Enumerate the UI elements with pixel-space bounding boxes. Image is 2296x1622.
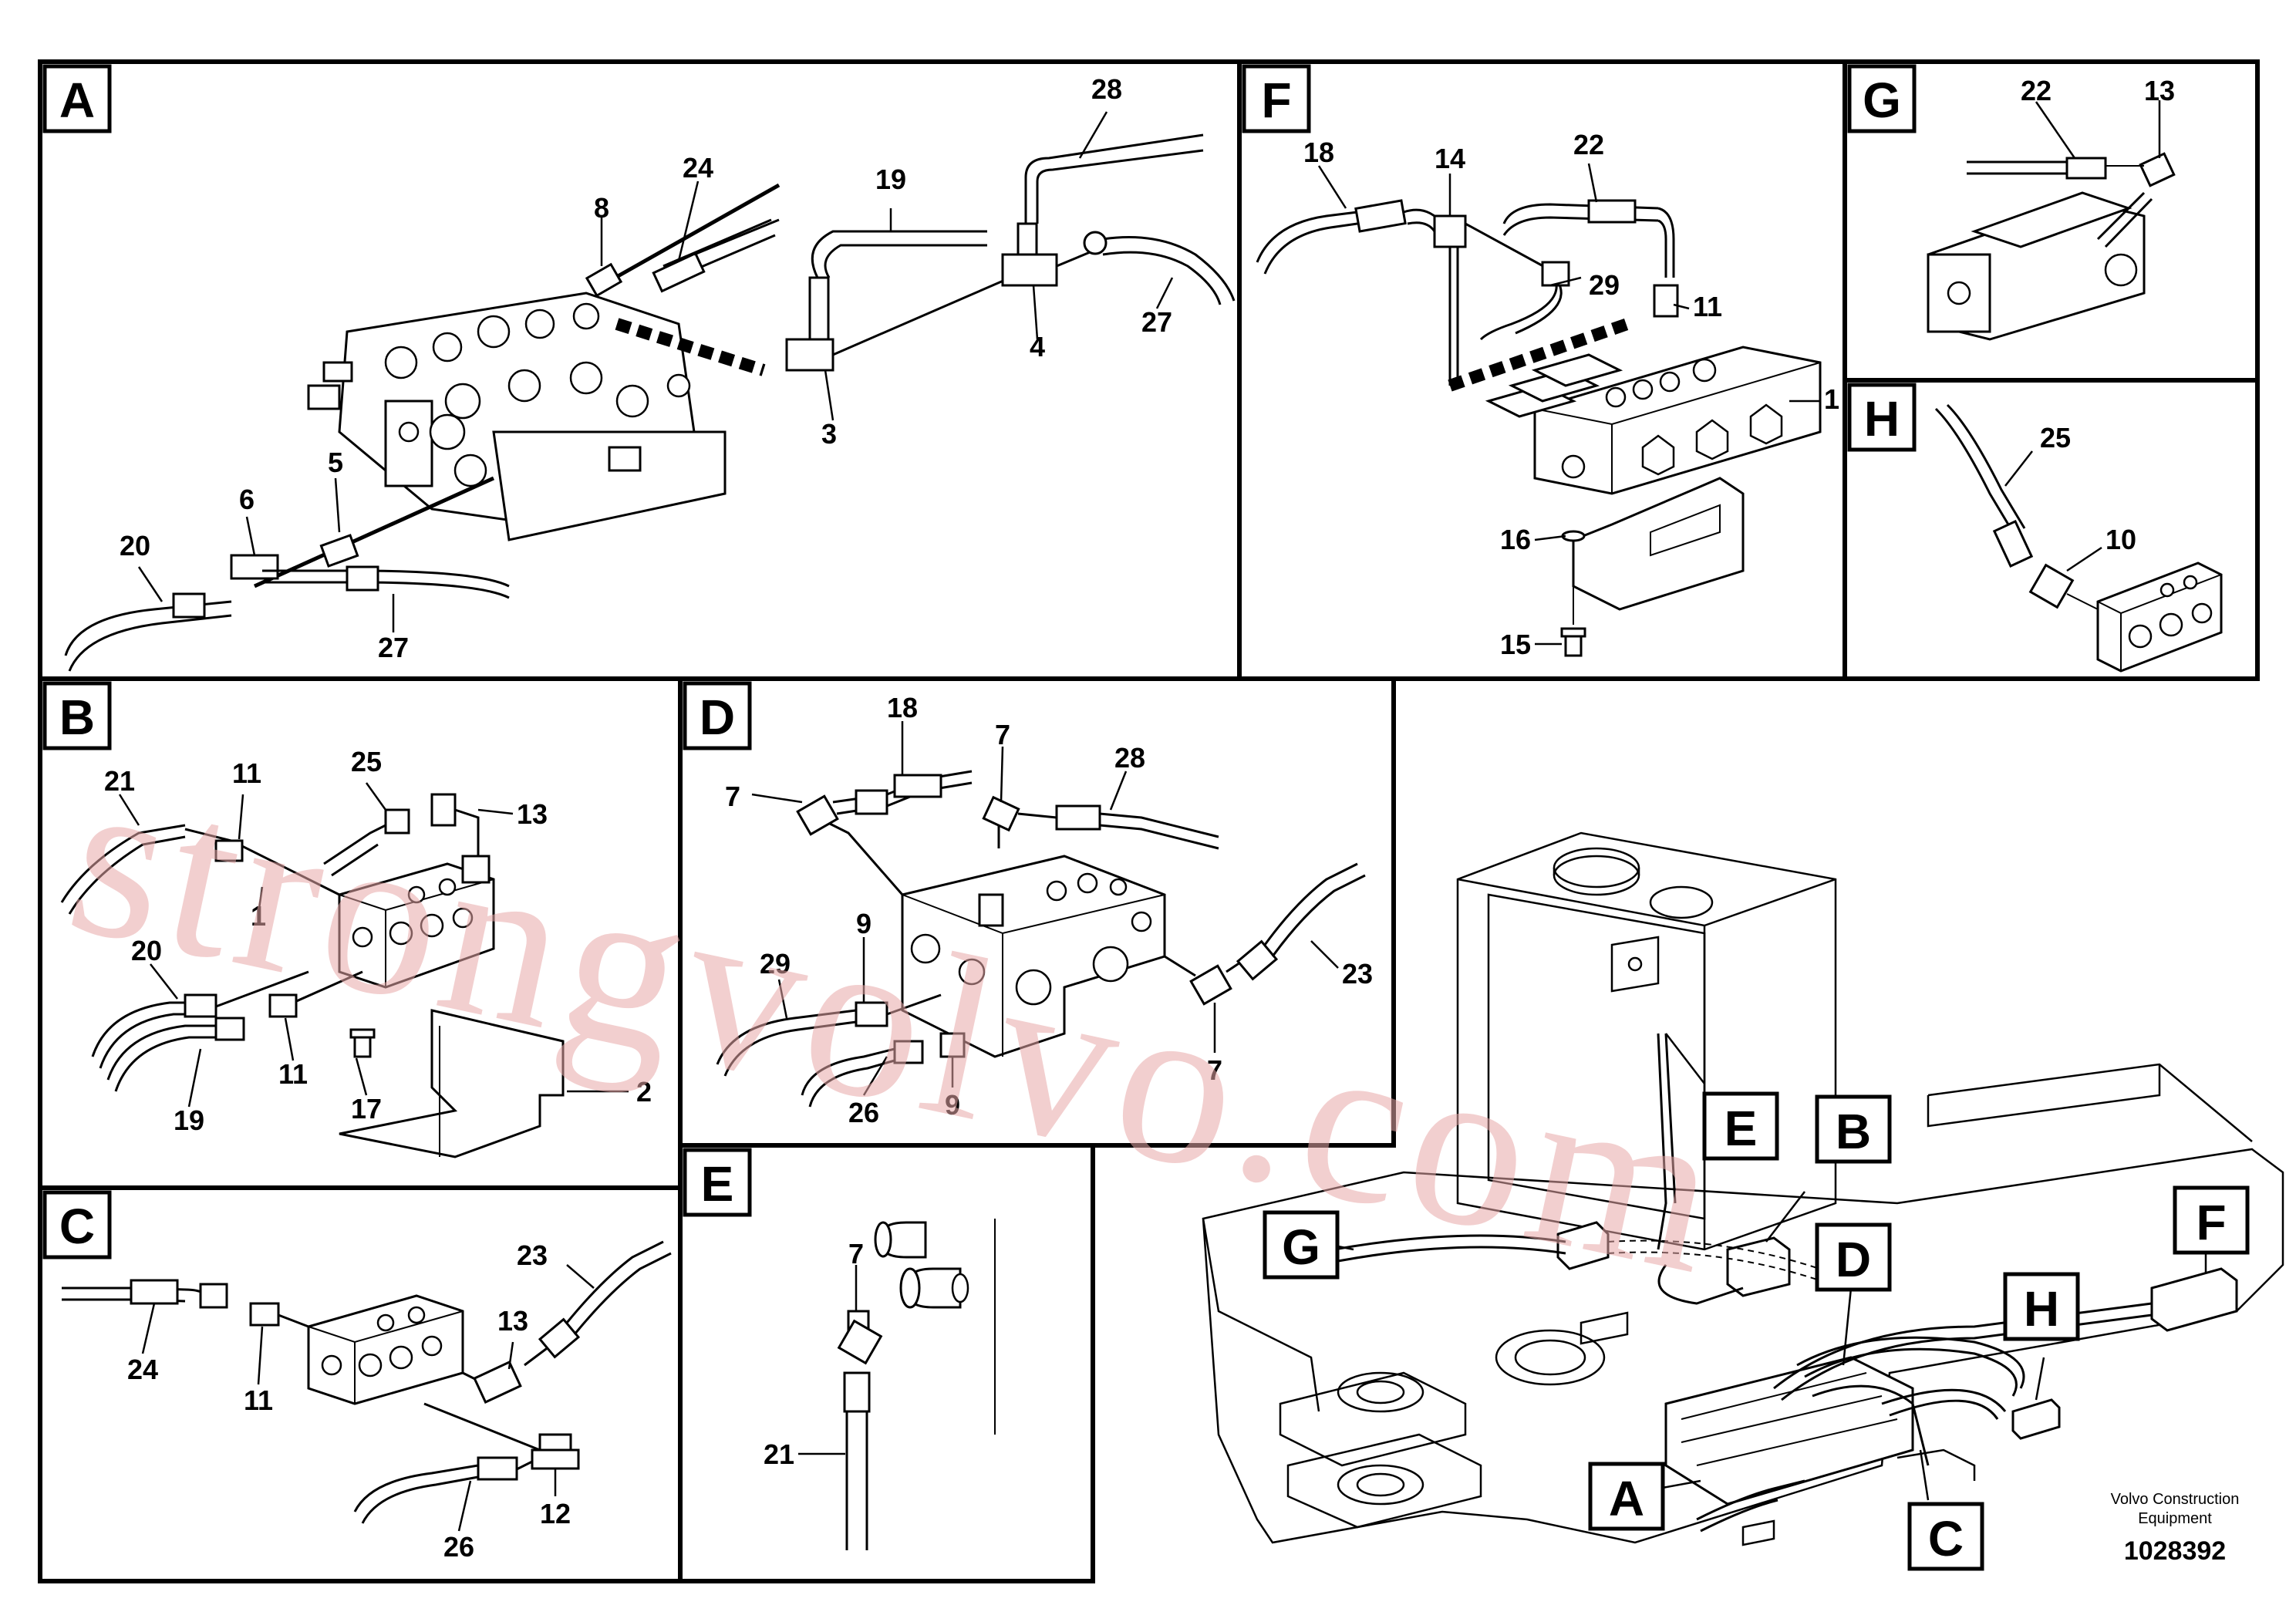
panel-h-label: H xyxy=(1864,391,1900,447)
callout-h-10: 10 xyxy=(2106,524,2136,555)
callout-a-27-lower: 27 xyxy=(378,632,409,663)
svg-text:A: A xyxy=(1609,1471,1644,1526)
callout-f-14: 14 xyxy=(1435,143,1465,174)
callout-f-22: 22 xyxy=(1573,129,1604,160)
company-name-line1: Volvo Construction xyxy=(2111,1491,2240,1508)
svg-text:H: H xyxy=(2024,1281,2059,1337)
callout-f-1: 1 xyxy=(1824,383,1839,415)
callout-g-13: 13 xyxy=(2144,75,2175,106)
panel-g: G 22 13 xyxy=(1843,59,2260,383)
callout-d-9-upper: 9 xyxy=(856,908,872,939)
svg-text:B: B xyxy=(1836,1104,1871,1159)
panel-f-label: F xyxy=(1261,73,1291,128)
callout-d-9-lower: 9 xyxy=(945,1089,960,1121)
callout-b-20: 20 xyxy=(131,935,162,966)
callout-b-11-lower: 11 xyxy=(278,1058,308,1090)
callout-a-6: 6 xyxy=(239,484,255,515)
panel-b-label: B xyxy=(59,690,95,745)
overview-tag-c: C xyxy=(1907,1449,1984,1571)
callout-d-23: 23 xyxy=(1342,958,1373,990)
callout-h-25: 25 xyxy=(2040,422,2071,454)
title-block: Volvo Construction Equipment 1028392 xyxy=(2111,1491,2240,1566)
company-name-line2: Equipment xyxy=(2138,1510,2212,1527)
callout-d-26: 26 xyxy=(848,1097,879,1128)
callout-e-7: 7 xyxy=(848,1238,864,1270)
callout-f-16: 16 xyxy=(1500,524,1531,555)
panel-e-label: E xyxy=(701,1156,734,1212)
callout-b-21: 21 xyxy=(104,765,135,797)
callout-g-22: 22 xyxy=(2021,75,2052,106)
panel-g-label: G xyxy=(1863,73,1901,128)
panel-c-label: C xyxy=(59,1199,95,1254)
callout-b-2: 2 xyxy=(636,1076,652,1108)
callout-e-21: 21 xyxy=(764,1438,794,1470)
callout-d-7-bottom: 7 xyxy=(1207,1054,1222,1086)
callout-a-5: 5 xyxy=(328,447,343,478)
panel-d: D xyxy=(678,676,1396,1148)
callout-a-27-upper: 27 xyxy=(1141,306,1172,338)
control-valve-assembly xyxy=(307,292,727,541)
callout-a-24: 24 xyxy=(683,152,713,184)
overview-tag-b: B xyxy=(1765,1094,1892,1243)
svg-text:D: D xyxy=(1836,1232,1871,1287)
callout-b-13: 13 xyxy=(517,798,548,830)
panel-e: E 7 21 xyxy=(678,1143,1095,1583)
overview-tag-a: A xyxy=(1588,1462,1701,1531)
callout-c-23: 23 xyxy=(517,1239,548,1271)
callout-c-13: 13 xyxy=(497,1305,528,1337)
overview-tag-g: G xyxy=(1263,1210,1354,1280)
callout-f-11: 11 xyxy=(1693,291,1722,322)
svg-text:G: G xyxy=(1282,1219,1320,1275)
panel-b: B xyxy=(38,676,683,1190)
callout-a-20: 20 xyxy=(120,530,150,561)
callout-b-11-upper: 11 xyxy=(232,757,261,789)
callout-d-7-top: 7 xyxy=(995,719,1010,750)
svg-text:E: E xyxy=(1725,1101,1758,1156)
callout-d-7-left: 7 xyxy=(725,781,740,812)
overview-tag-d: D xyxy=(1815,1222,1892,1366)
callout-b-1: 1 xyxy=(251,900,266,932)
overview-tag-f: F xyxy=(2173,1185,2250,1273)
overview-tag-h: H xyxy=(2003,1272,2080,1401)
callout-a-28: 28 xyxy=(1091,73,1122,105)
svg-text:C: C xyxy=(1928,1511,1964,1566)
callout-a-3: 3 xyxy=(821,418,837,450)
drawing-number: 1028392 xyxy=(2124,1536,2226,1566)
callout-c-24: 24 xyxy=(127,1354,158,1385)
callout-f-29: 29 xyxy=(1589,269,1620,301)
callout-f-15: 15 xyxy=(1500,629,1531,660)
panel-a-label: A xyxy=(59,73,95,128)
callout-d-28: 28 xyxy=(1114,742,1145,774)
callout-c-11: 11 xyxy=(244,1384,273,1416)
panel-h: H 25 10 xyxy=(1843,378,2260,681)
callout-d-18: 18 xyxy=(887,692,918,723)
distributor-block xyxy=(1485,346,1822,495)
panel-d-label: D xyxy=(700,690,735,745)
callout-c-26: 26 xyxy=(443,1531,474,1563)
callout-b-25: 25 xyxy=(351,746,382,777)
panel-f: F xyxy=(1237,59,1847,681)
panel-c: C 24 11 23 13 12 2 xyxy=(38,1185,683,1583)
callout-b-19: 19 xyxy=(174,1104,204,1136)
callout-b-17: 17 xyxy=(351,1093,382,1125)
callout-f-18: 18 xyxy=(1303,137,1334,168)
callout-d-29: 29 xyxy=(760,948,791,980)
machine-overview: E B G D F H A xyxy=(1202,831,2284,1571)
callout-c-12: 12 xyxy=(540,1498,571,1529)
callout-a-8: 8 xyxy=(594,192,609,224)
svg-text:F: F xyxy=(2196,1195,2226,1250)
overview-tag-e: E xyxy=(1665,1033,1779,1161)
panel-a: A xyxy=(38,59,1242,681)
callout-a-4: 4 xyxy=(1030,331,1045,363)
callout-a-19: 19 xyxy=(875,164,906,195)
